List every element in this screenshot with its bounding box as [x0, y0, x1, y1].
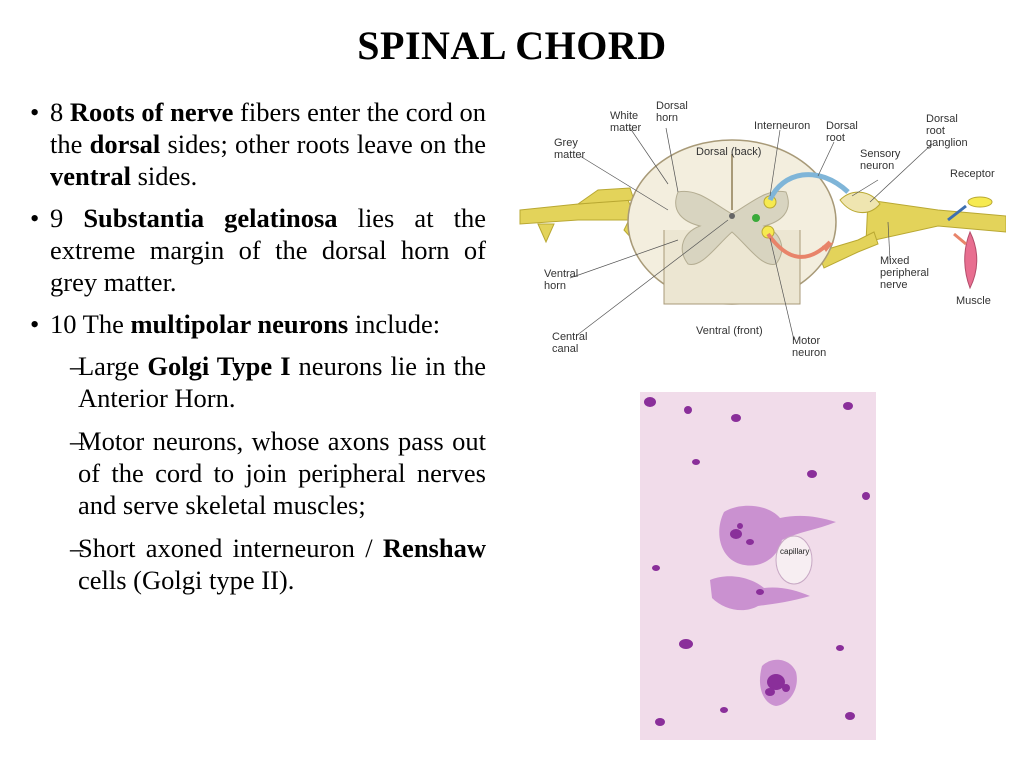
spinal-cord-section	[627, 139, 837, 305]
label-receptor: Receptor	[950, 168, 995, 180]
slide-title: SPINAL CHORD	[357, 23, 667, 68]
subbullet-text: Golgi Type I	[147, 351, 291, 381]
capillary	[775, 535, 813, 585]
label-ventral-front: Ventral (front)	[696, 325, 763, 337]
bullet-item: • 9 Substantia gelatinosa lies at the ext…	[30, 202, 486, 298]
bullet-marker: •	[30, 309, 40, 339]
muscle-icon	[964, 230, 978, 290]
bullet-text: include:	[348, 309, 441, 339]
label-dorsal-back: Dorsal (back)	[696, 146, 761, 158]
subbullet-item: –Large Golgi Type I neurons lie in the A…	[30, 350, 486, 414]
sensory-pathway	[767, 172, 850, 202]
bullet-text: 9	[50, 203, 84, 233]
subbullet-text: neurons lie in the Anterior Horn.	[78, 351, 487, 413]
bullet-list: • 8 Roots of nerve fibers enter the cord …	[30, 96, 486, 607]
label-interneuron: Interneuron	[754, 120, 810, 132]
bullet-text: lies at the extreme margin of the dorsal…	[50, 203, 486, 297]
subbullet-marker: –	[70, 426, 84, 456]
bullet-text: multipolar neurons	[130, 309, 349, 339]
subbullet-text: Short axoned interneuron /	[78, 533, 383, 563]
bullet-text: dorsal	[89, 129, 161, 159]
right-nerve	[817, 191, 1006, 269]
subbullet-item: – Short axoned interneuron / Renshaw cel…	[30, 532, 486, 596]
bullet-text: sides; other roots leave on the	[160, 129, 487, 159]
bullet-item: • 10 The multipolar neurons include:	[30, 308, 486, 340]
label-muscle: Muscle	[956, 295, 991, 307]
sub-bullets: –Large Golgi Type I neurons lie in the A…	[30, 350, 486, 596]
subbullet-marker: –	[70, 351, 84, 381]
subbullet-text: cells (Golgi type II).	[78, 565, 295, 595]
subbullet-text: Large	[78, 351, 148, 381]
bullet-item: • 8 Roots of nerve fibers enter the cord …	[30, 96, 486, 192]
micrograph-image: capillary	[640, 392, 876, 740]
bullet-marker: •	[30, 203, 40, 233]
bullet-text: 8	[50, 97, 70, 127]
receptor-icon	[967, 196, 993, 208]
bullet-text: Roots of nerve	[69, 97, 234, 127]
subbullet-text: Motor neurons, whose axons pass out of t…	[78, 426, 486, 520]
capillary-label: capillary	[780, 547, 809, 556]
bullet-text: fibers enter the cord on the	[50, 97, 486, 159]
bullet-text: sides.	[130, 161, 198, 191]
bullet-marker: •	[30, 97, 40, 127]
subbullet-item: –Motor neurons, whose axons pass out of …	[30, 425, 486, 521]
bullet-text: ventral	[50, 161, 131, 191]
bullet-text: Substantia gelatinosa	[83, 203, 338, 233]
bullet-text: 10 The	[50, 309, 131, 339]
main-bullets: • 8 Roots of nerve fibers enter the cord …	[30, 96, 486, 340]
subbullet-text: Renshaw	[382, 533, 486, 563]
subbullet-marker: –	[70, 533, 84, 563]
